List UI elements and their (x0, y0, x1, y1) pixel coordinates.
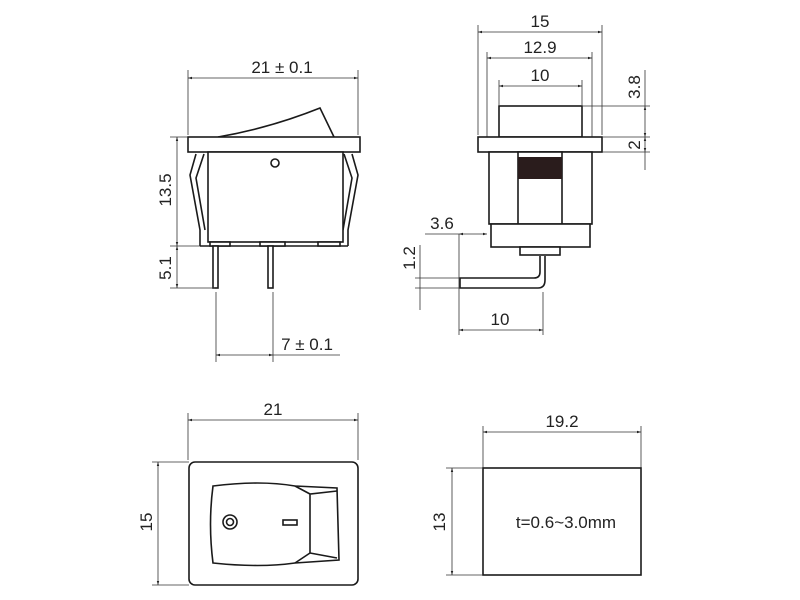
front-view: 21 15 (137, 400, 359, 586)
right-clip (342, 153, 359, 246)
height-label: 13.5 (156, 173, 175, 206)
rocker-height-label: 3.8 (625, 75, 644, 99)
bent-pin (459, 256, 546, 289)
flange-width-label: 15 (531, 12, 550, 31)
pin-length-label: 5.1 (156, 256, 175, 280)
rocker (498, 105, 583, 138)
body-width-label: 12.9 (523, 38, 556, 57)
on-mark (282, 519, 298, 526)
rocker-face (209, 482, 340, 567)
cutout-height-label: 13 (430, 513, 449, 532)
body (207, 151, 344, 243)
pin (267, 245, 274, 289)
side-view: 21 ± 0.1 13.5 5.1 7 ± 0.1 (156, 58, 361, 362)
rocker (217, 106, 335, 138)
panel-cutout: 19.2 13 t=0.6~3.0mm (430, 412, 642, 576)
flange (187, 136, 361, 153)
cutout-rect (482, 467, 642, 576)
thickness-note: t=0.6~3.0mm (516, 513, 616, 532)
pin-thickness-label: 1.2 (400, 246, 419, 270)
pin (212, 245, 219, 289)
terminal-band (518, 157, 562, 179)
flange-thickness-label: 2 (625, 140, 644, 149)
indicator-circle (270, 158, 280, 168)
end-view: 15 12.9 10 3.8 2 3.6 1.2 10 (400, 12, 650, 335)
cutout-width-label: 19.2 (545, 412, 578, 431)
flange (477, 136, 603, 153)
rocker-width-label: 10 (531, 66, 550, 85)
pin-bend-length-label: 10 (491, 310, 510, 329)
pin-pitch-label: 7 ± 0.1 (281, 335, 333, 354)
front-height-label: 15 (137, 513, 156, 532)
left-clip (189, 153, 206, 246)
pin-offset-label: 3.6 (430, 214, 454, 233)
bezel (188, 461, 359, 586)
front-width-label: 21 (264, 400, 283, 419)
width-label: 21 ± 0.1 (251, 58, 312, 77)
